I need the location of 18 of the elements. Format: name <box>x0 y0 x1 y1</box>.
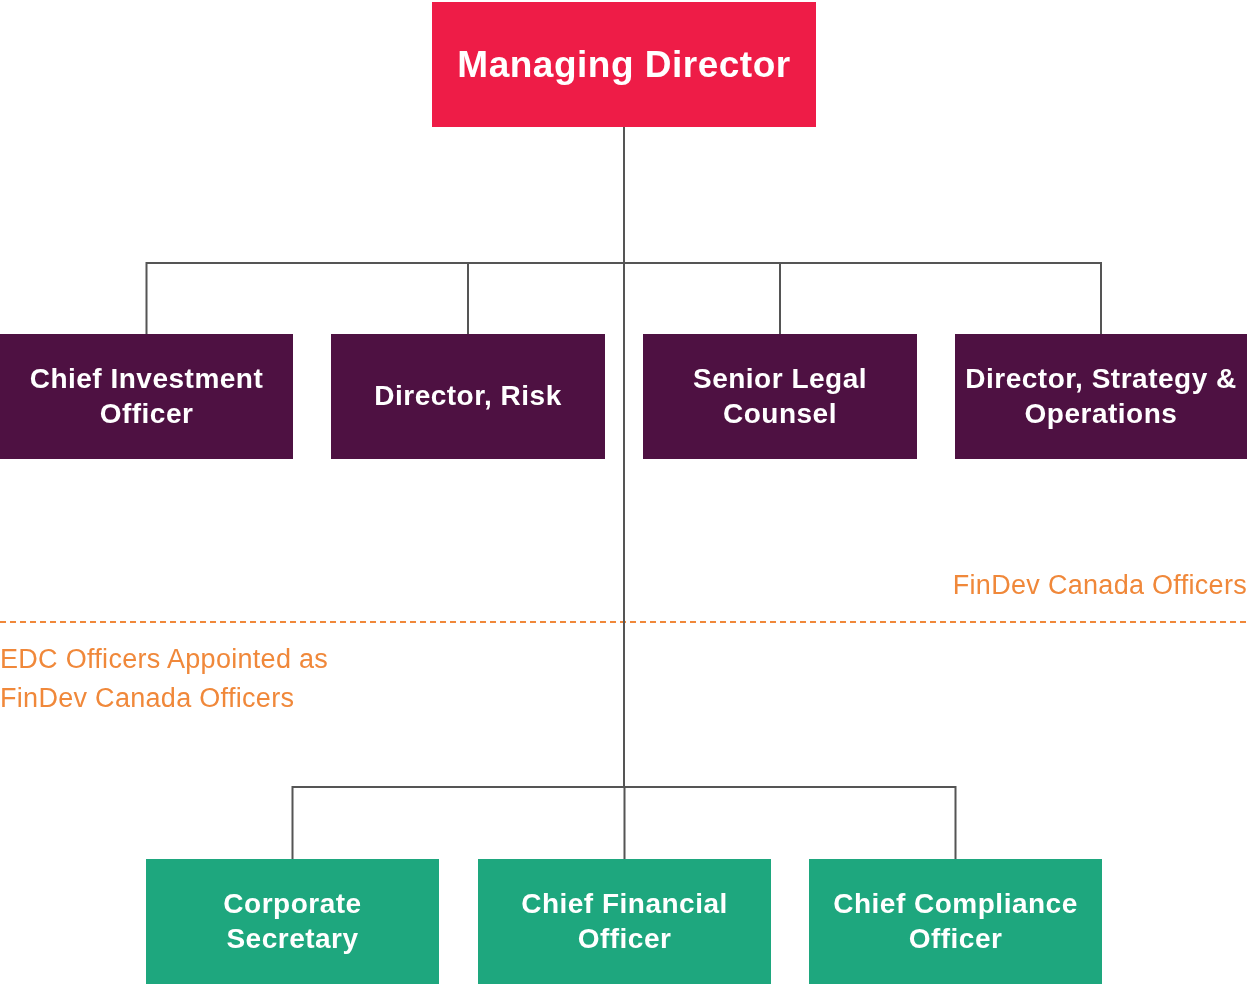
officer-box <box>331 334 605 459</box>
role-title: Director, Risk <box>374 379 562 414</box>
officer-box <box>0 334 293 459</box>
role-title: Director, Strategy & Operations <box>965 362 1237 431</box>
officer-box <box>809 859 1102 984</box>
group-label: EDC Officers Appointed as FinDev Canada Officers <box>0 643 330 716</box>
officer-box <box>643 334 917 459</box>
officer-box <box>478 859 771 984</box>
officer-box <box>955 334 1247 459</box>
role-title: Chief Financial Officer <box>520 887 729 956</box>
group-label: FinDev Canada Officers <box>952 569 1247 602</box>
director-box <box>432 2 816 127</box>
role-title: Chief Investment Officer <box>28 362 265 431</box>
role-title: Corporate Secretary <box>222 887 363 956</box>
role-title: Chief Compliance Officer <box>832 887 1079 956</box>
role-title: Senior Legal Counsel <box>691 362 868 431</box>
officer-box <box>146 859 439 984</box>
role-title: Managing Director <box>457 42 791 87</box>
